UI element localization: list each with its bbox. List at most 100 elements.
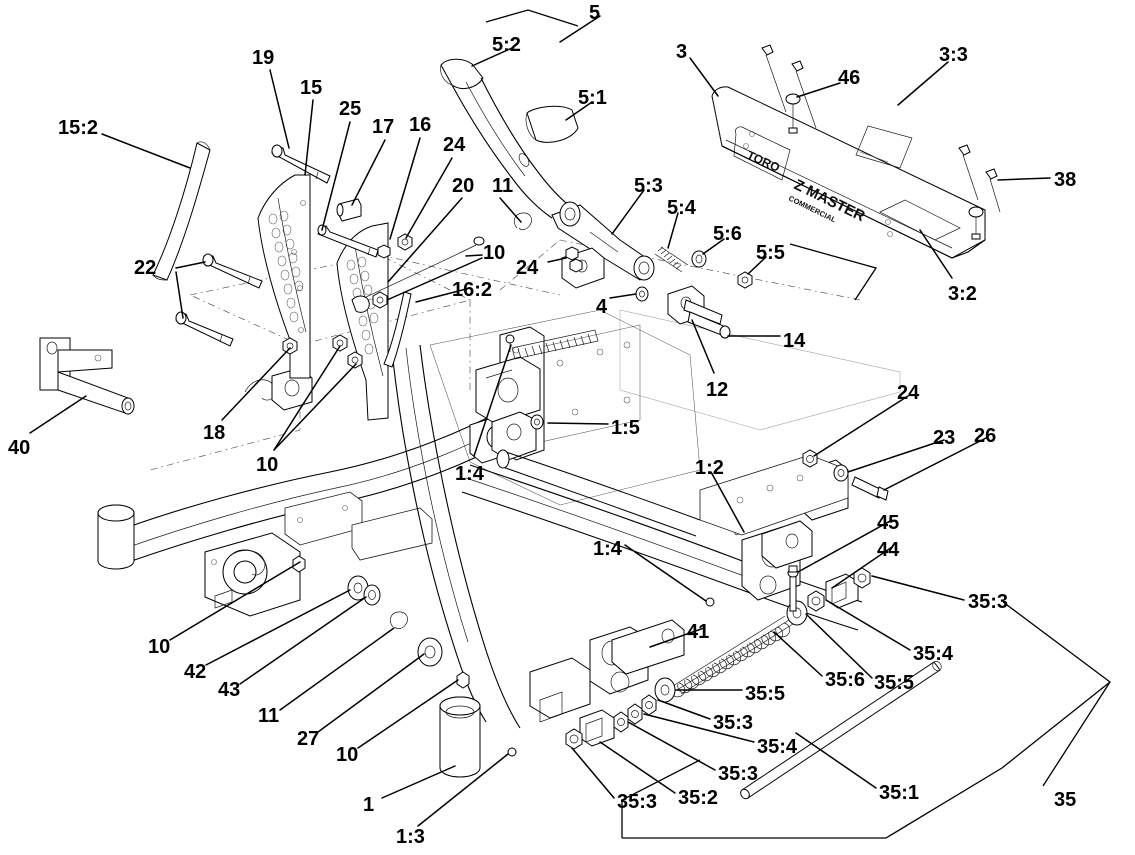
bolt-26: [851, 476, 889, 501]
callout-1-2: 1:2: [695, 457, 724, 479]
nut-35-3-upper: [853, 567, 871, 589]
group-brackets: [485, 9, 1112, 839]
lever-arm: [451, 77, 573, 219]
callout-3-3: 3:3: [939, 44, 968, 66]
callout-35-4-b: 35:4: [757, 736, 798, 758]
rod-20: [351, 236, 485, 313]
lever-pad-5-1: [525, 105, 579, 143]
right-perforated-arc-plate: [336, 222, 389, 421]
bolt-25: [317, 224, 379, 258]
nut-35-3-l2: [613, 711, 629, 733]
bolt-22-lower: [175, 311, 234, 347]
washer-27: [417, 637, 443, 667]
callout-19: 19: [252, 47, 275, 69]
callout-35-5-b: 35:5: [745, 683, 786, 705]
nut-35-3-l1: [641, 694, 657, 716]
callout-5-2: 5:2: [492, 34, 521, 56]
main-frame-assembly: [97, 239, 901, 778]
control-lever-assembly: [440, 58, 753, 339]
callout-5-6: 5:6: [713, 223, 742, 245]
callout-18: 18: [203, 422, 226, 444]
leader-lines: [29, 15, 1051, 827]
nut-10-b: [332, 334, 348, 352]
callout-43: 43: [218, 679, 241, 701]
callout-35-6: 35:6: [825, 669, 866, 691]
nut-10-c: [347, 351, 363, 369]
callout-22: 22: [134, 257, 157, 279]
callout-41: 41: [687, 621, 710, 643]
nut-24-right: [802, 449, 818, 468]
callout-35: 35: [1054, 789, 1077, 811]
lower-right-lug: [529, 619, 685, 723]
callout-10-d: 10: [336, 744, 359, 766]
nut-10-d: [456, 671, 470, 689]
callout-35-4-a: 35:4: [913, 643, 954, 665]
clip-11-lower: [389, 611, 408, 630]
pin-1-3: [507, 747, 517, 757]
callout-35-3-a: 35:3: [968, 591, 1009, 613]
washer-43: [363, 584, 381, 606]
clip-11-upper: [513, 212, 532, 231]
callout-44: 44: [877, 539, 900, 561]
callout-15-2: 15:2: [58, 117, 99, 139]
callout-3-2: 3:2: [948, 283, 977, 305]
pin-left-2: [791, 60, 817, 129]
spring-5-4: [654, 246, 689, 273]
spacer-tube-17: [336, 198, 362, 222]
nut-16-target: [377, 244, 391, 259]
spring-coils: [670, 622, 791, 698]
pin-1-4-a: [505, 334, 515, 352]
link-12: [667, 285, 731, 339]
frame-warning-stripe: [511, 329, 599, 360]
washer-5-6: [691, 250, 707, 268]
callout-4: 4: [596, 296, 608, 318]
callout-1-5: 1:5: [611, 417, 640, 439]
callout-15: 15: [300, 77, 323, 99]
nut-5-5: [737, 271, 753, 289]
pin-left-1: [761, 44, 787, 113]
callout-35-3-c: 35:3: [718, 763, 759, 785]
lower-left-hardware: [292, 334, 715, 757]
perforation-holes: [268, 210, 304, 323]
callout-16-2: 16:2: [452, 279, 493, 301]
callout-16: 16: [409, 114, 432, 136]
callout-27: 27: [297, 728, 320, 750]
bolt-19: [271, 144, 331, 184]
callout-12: 12: [706, 379, 729, 401]
nut-24-upper: [397, 233, 413, 251]
washer-23: [833, 464, 849, 482]
callout-1-4-b: 1:4: [593, 538, 622, 560]
callout-35-1: 35:1: [879, 782, 920, 804]
callout-38: 38: [1054, 169, 1077, 191]
washer-35-5-lower: [654, 677, 676, 703]
callout-11-a: 11: [492, 175, 514, 197]
callout-5-4: 5:4: [667, 197, 696, 219]
linkage-arm-5-3: [551, 201, 655, 281]
trim-16-2: [383, 291, 412, 368]
callout-24-a: 24: [443, 134, 466, 156]
callout-35-3-b: 35:3: [713, 712, 754, 734]
lever-plate-24: [561, 246, 605, 289]
pin-right-38: [985, 168, 1001, 213]
frame-diagonal-member: [391, 344, 521, 778]
callout-35-2: 35:2: [678, 787, 719, 809]
armrest-trim-cover: [152, 141, 211, 281]
nut-35-4-upper: [807, 590, 825, 612]
callout-25: 25: [339, 98, 362, 120]
callout-10-c: 10: [148, 636, 171, 658]
callout-3: 3: [676, 41, 688, 63]
nut-10-a: [372, 291, 388, 309]
callout-24-c: 24: [897, 382, 920, 404]
pin-1-4-b: [705, 597, 715, 607]
left-perforated-arc-plate: [257, 174, 311, 379]
callout-5: 5: [589, 2, 601, 24]
callout-35-3-d: 35:3: [617, 791, 658, 813]
callout-20: 20: [452, 175, 475, 197]
nut-1-5: [530, 414, 544, 430]
callout-1-4-a: 1:4: [455, 463, 484, 485]
callout-23: 23: [933, 427, 956, 449]
extension-spring-35-6: [670, 615, 794, 698]
nut-10-lower: [292, 555, 306, 573]
